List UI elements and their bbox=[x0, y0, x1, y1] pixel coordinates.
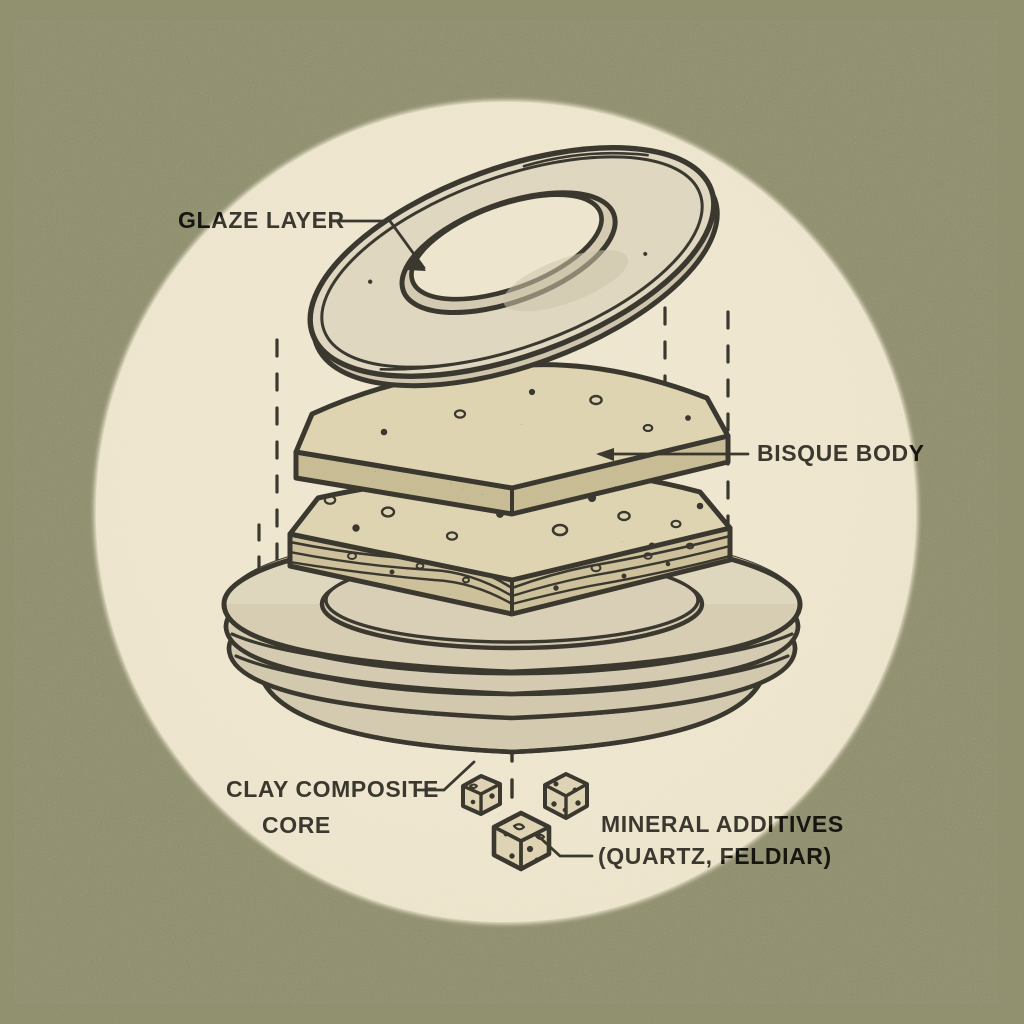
paper-texture-overlay bbox=[96, 102, 916, 922]
